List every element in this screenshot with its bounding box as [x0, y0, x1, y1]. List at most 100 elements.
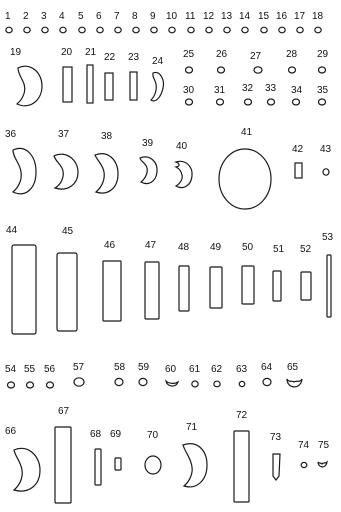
- outline-12: [206, 27, 212, 33]
- label-55: 55: [24, 364, 36, 375]
- label-16: 16: [276, 11, 288, 22]
- outline-31: [217, 99, 224, 105]
- outline-52: [301, 272, 311, 300]
- label-27: 27: [250, 51, 262, 62]
- label-46: 46: [104, 240, 116, 251]
- outline-21: [87, 65, 93, 103]
- label-33: 33: [265, 83, 277, 94]
- outline-75: [318, 462, 327, 467]
- label-54: 54: [5, 364, 17, 375]
- outline-55: [27, 382, 34, 388]
- label-49: 49: [210, 242, 222, 253]
- outline-2: [24, 27, 30, 33]
- outline-26: [218, 67, 225, 73]
- outline-50: [242, 266, 254, 304]
- label-59: 59: [138, 362, 150, 373]
- label-25: 25: [183, 49, 195, 60]
- outline-20: [63, 67, 72, 102]
- outline-25: [186, 67, 193, 73]
- label-69: 69: [110, 429, 122, 440]
- outline-18: [315, 27, 321, 33]
- label-5: 5: [78, 11, 84, 22]
- label-58: 58: [114, 362, 126, 373]
- outline-4: [60, 27, 66, 33]
- outline-39: [140, 157, 157, 184]
- outline-34: [293, 99, 300, 105]
- label-36: 36: [5, 129, 17, 140]
- outline-73: [273, 454, 280, 480]
- outline-35: [319, 99, 326, 105]
- outline-43: [323, 169, 329, 175]
- outline-56: [47, 382, 54, 388]
- outline-46: [103, 261, 121, 321]
- label-63: 63: [236, 364, 248, 375]
- label-15: 15: [258, 11, 270, 22]
- outline-49: [210, 267, 222, 308]
- label-53: 53: [322, 232, 334, 243]
- label-43: 43: [320, 144, 332, 155]
- label-64: 64: [261, 362, 273, 373]
- outline-27: [254, 67, 262, 73]
- label-34: 34: [291, 85, 303, 96]
- outline-6: [97, 27, 103, 33]
- outline-74: [301, 462, 307, 467]
- outline-37: [54, 154, 78, 189]
- outline-54: [8, 382, 15, 388]
- outline-48: [179, 266, 189, 311]
- label-66: 66: [5, 426, 17, 437]
- outline-62: [214, 381, 220, 387]
- outline-9: [151, 27, 157, 33]
- label-32: 32: [242, 83, 254, 94]
- outline-42: [295, 163, 302, 178]
- label-14: 14: [239, 11, 251, 22]
- label-1: 1: [5, 11, 11, 22]
- outline-53: [327, 255, 331, 317]
- label-72: 72: [236, 410, 248, 421]
- label-45: 45: [62, 226, 74, 237]
- outline-11: [188, 27, 194, 33]
- label-37: 37: [58, 129, 70, 140]
- label-67: 67: [58, 406, 70, 417]
- label-50: 50: [242, 242, 254, 253]
- outline-13: [224, 27, 230, 33]
- outline-22: [105, 73, 113, 100]
- outline-64: [263, 378, 271, 385]
- label-42: 42: [292, 144, 304, 155]
- outline-71: [183, 444, 207, 487]
- label-22: 22: [104, 52, 116, 63]
- label-73: 73: [270, 432, 282, 443]
- outline-38: [95, 154, 118, 193]
- outline-36: [13, 148, 36, 193]
- outline-69: [115, 458, 121, 470]
- label-35: 35: [317, 85, 329, 96]
- label-9: 9: [150, 11, 156, 22]
- outline-1: [6, 27, 12, 33]
- label-24: 24: [152, 56, 164, 67]
- label-52: 52: [300, 244, 312, 255]
- label-47: 47: [145, 240, 157, 251]
- outline-10: [169, 27, 175, 33]
- label-19: 19: [10, 47, 22, 58]
- label-17: 17: [294, 11, 306, 22]
- label-51: 51: [273, 244, 285, 255]
- label-12: 12: [203, 11, 215, 22]
- label-6: 6: [96, 11, 102, 22]
- label-61: 61: [189, 364, 201, 375]
- label-56: 56: [44, 364, 56, 375]
- label-4: 4: [59, 11, 65, 22]
- label-11: 11: [185, 11, 196, 22]
- outline-41: [219, 149, 271, 209]
- label-13: 13: [221, 11, 233, 22]
- label-8: 8: [132, 11, 138, 22]
- outline-65: [287, 379, 302, 387]
- label-28: 28: [286, 49, 298, 60]
- label-44: 44: [6, 225, 18, 236]
- label-30: 30: [183, 85, 195, 96]
- label-68: 68: [90, 429, 102, 440]
- outline-8: [133, 27, 139, 33]
- outline-57: [74, 378, 84, 386]
- label-31: 31: [214, 85, 226, 96]
- label-75: 75: [318, 440, 330, 451]
- label-60: 60: [165, 364, 177, 375]
